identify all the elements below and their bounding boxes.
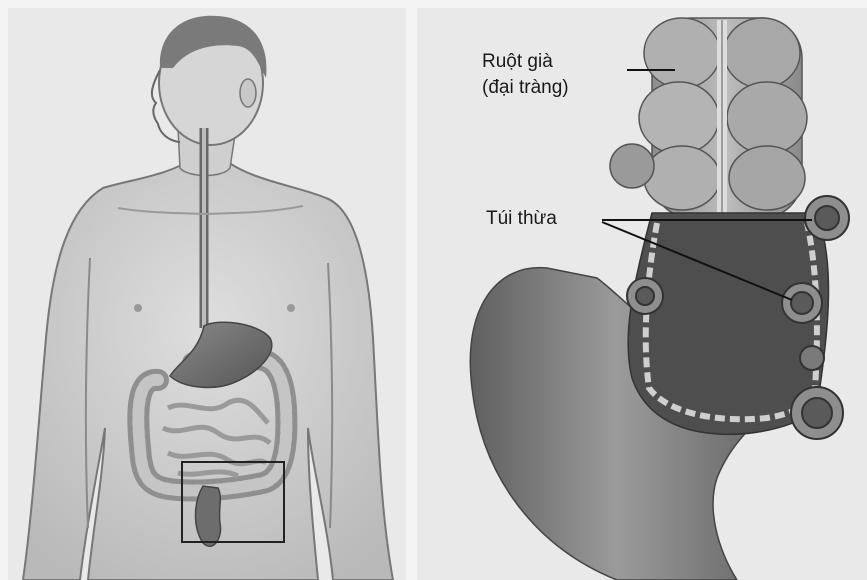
colon-closeup-panel: Ruột già (đại tràng) Túi thừa xyxy=(417,8,867,580)
rectum xyxy=(196,486,221,546)
label-large-intestine-sub: (đại tràng) xyxy=(482,76,569,99)
ear xyxy=(240,79,256,107)
torso-illustration-panel xyxy=(8,8,406,580)
label-diverticula: Túi thừa xyxy=(486,207,557,230)
label-large-intestine: Ruột già xyxy=(482,50,553,73)
torso-illustration xyxy=(8,8,406,580)
